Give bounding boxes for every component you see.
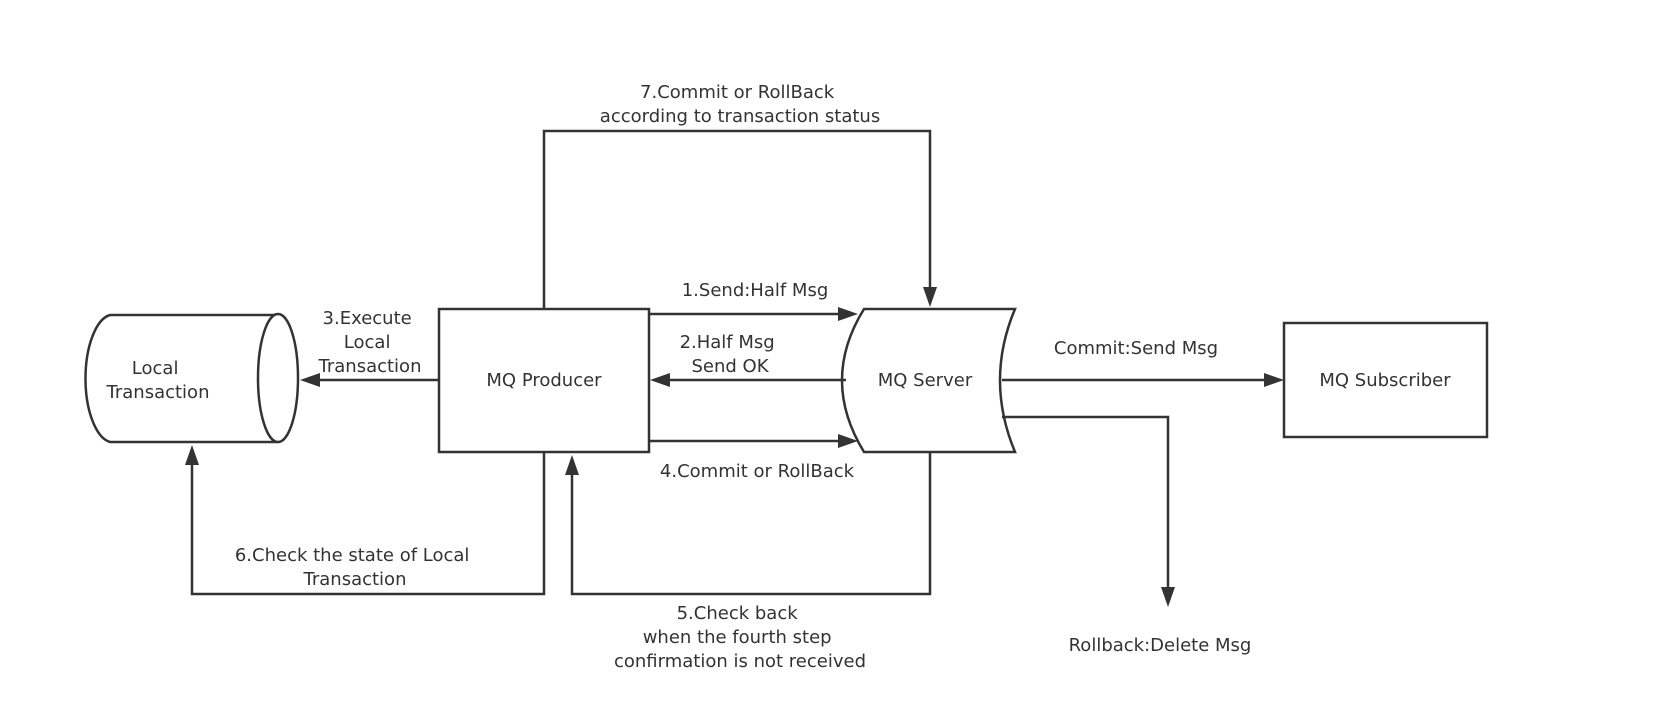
edge-label-step6: 6.Check the state of Local Transaction (235, 545, 475, 590)
mq-producer-label: MQ Producer (486, 370, 602, 391)
mq-server-node: MQ Server (840, 307, 1017, 454)
mq-server-shape (840, 307, 1017, 454)
edge-label-step2: 2.Half Msg Send OK (680, 332, 781, 377)
local-transaction-cylinder-end (256, 312, 300, 444)
arrowhead (838, 434, 858, 448)
edge-execute-local-transaction: 3.Execute Local Transaction (300, 308, 439, 387)
mq-server-label: MQ Server (878, 370, 973, 391)
edge-check-back: 5.Check back when the fourth step confir… (565, 452, 932, 672)
mq-subscriber-node: MQ Subscriber (1282, 321, 1489, 439)
edge-half-msg-ok: 2.Half Msg Send OK (650, 332, 846, 387)
edge-commit-by-status: 7.Commit or RollBack according to transa… (542, 82, 937, 309)
arrowhead (565, 455, 579, 475)
arrowhead (1264, 373, 1284, 387)
edge-send-half-msg: 1.Send:Half Msg (649, 280, 858, 321)
mq-subscriber-box (1282, 321, 1489, 439)
arrowhead (300, 373, 320, 387)
arrowhead (1161, 587, 1175, 607)
edge-label-step4: 4.Commit or RollBack (660, 461, 855, 482)
edge-line (190, 452, 546, 596)
mq-producer-node: MQ Producer (437, 307, 651, 454)
edge-label-step3: 3.Execute Local Transaction (318, 308, 422, 377)
mq-subscriber-label: MQ Subscriber (1319, 370, 1451, 391)
arrowhead (185, 445, 199, 465)
edge-label-step5: 5.Check back when the fourth step confir… (614, 603, 866, 672)
local-transaction-label: Local Transaction (106, 358, 210, 403)
edge-line (570, 452, 932, 596)
edge-commit-or-rollback: 4.Commit or RollBack (649, 434, 858, 482)
arrowhead (838, 307, 858, 321)
edge-line (542, 129, 932, 309)
edge-label-step7: 7.Commit or RollBack according to transa… (600, 82, 880, 127)
edge-label-rollback: Rollback:Delete Msg (1069, 635, 1252, 656)
edge-check-local-state: 6.Check the state of Local Transaction (185, 445, 546, 596)
edge-label-commit: Commit:Send Msg (1054, 338, 1218, 359)
edge-label-step1: 1.Send:Half Msg (682, 280, 829, 301)
arrowhead (923, 287, 937, 307)
edge-rollback-delete-msg: Rollback:Delete Msg (1002, 415, 1252, 656)
edge-line (1002, 415, 1170, 587)
edge-commit-send-msg: Commit:Send Msg (1002, 338, 1284, 387)
local-transaction-node: Local Transaction (84, 312, 300, 444)
arrowhead (650, 373, 670, 387)
